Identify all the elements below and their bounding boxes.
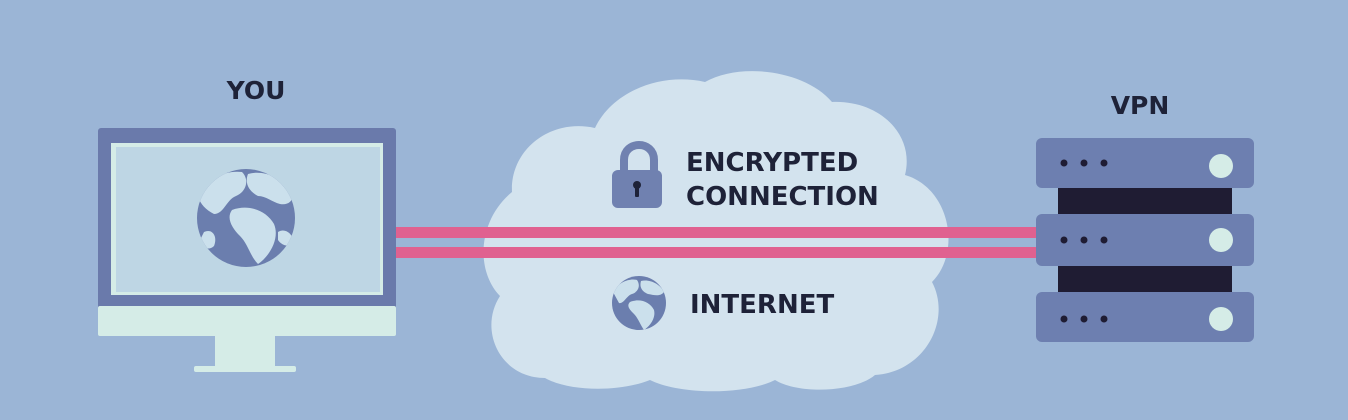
encrypted-tunnel bbox=[394, 227, 1038, 258]
desktop-monitor-icon bbox=[98, 128, 396, 372]
internet-label: INTERNET bbox=[690, 290, 835, 320]
server-unit bbox=[1036, 292, 1254, 342]
tunnel-line-top bbox=[394, 227, 1038, 238]
padlock-icon bbox=[612, 141, 662, 208]
globe-icon bbox=[612, 276, 666, 330]
tunnel-line-bottom bbox=[394, 247, 1038, 258]
encrypted-label-line1: ENCRYPTED bbox=[686, 148, 859, 178]
encrypted-connection-label: ENCRYPTED CONNECTION bbox=[686, 146, 879, 214]
server-unit bbox=[1036, 138, 1254, 188]
vpn-label: VPN bbox=[1110, 91, 1170, 120]
globe-icon bbox=[197, 169, 295, 267]
encrypted-label-line2: CONNECTION bbox=[686, 182, 879, 212]
server-rack-icon bbox=[1036, 138, 1254, 342]
server-unit bbox=[1036, 214, 1254, 266]
you-label: YOU bbox=[226, 76, 286, 105]
